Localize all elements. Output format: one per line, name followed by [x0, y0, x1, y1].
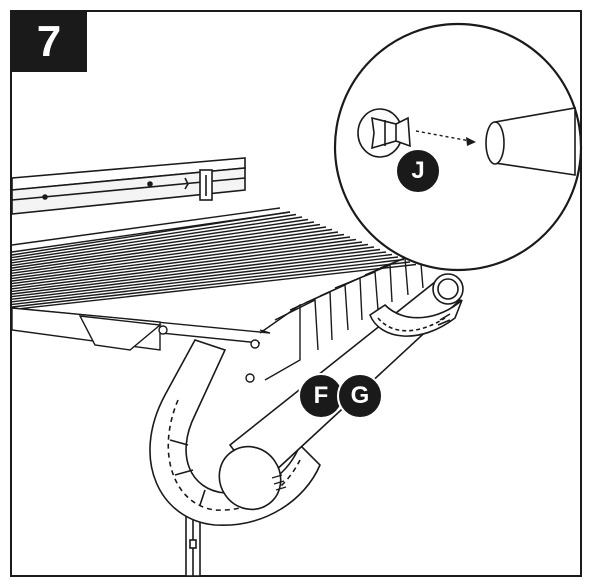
- shelf-slat: [11, 243, 369, 290]
- anchor-part: [357, 108, 411, 158]
- shelf-slat: [11, 233, 345, 280]
- shelf-slat: [11, 251, 387, 298]
- shelf-slat: [11, 231, 339, 277]
- spring-detail: [271, 474, 287, 491]
- part-label-g: G: [337, 373, 383, 419]
- shelf-slat: [11, 228, 333, 274]
- shelf-slat: [11, 261, 411, 308]
- step-number-badge: 7: [11, 11, 87, 72]
- part-label-j: J: [395, 148, 441, 194]
- shelf-slat: [11, 263, 417, 311]
- right-bracket: [369, 299, 463, 337]
- rod-end: [485, 107, 576, 176]
- shelf-slat: [11, 213, 297, 259]
- shelf-slat: [11, 253, 393, 300]
- shelf-slat: [11, 226, 327, 272]
- wall-rail: [11, 157, 246, 215]
- shelf-slat: [11, 246, 375, 293]
- shelf-slat: [11, 248, 381, 295]
- shelf-slat: [11, 221, 315, 267]
- shelf-slat: [11, 256, 399, 303]
- shelf-slat: [11, 216, 303, 261]
- shelf-slat: [11, 218, 309, 264]
- shelf-slat: [11, 211, 291, 256]
- shelf-slat: [11, 241, 363, 287]
- part-label-f: F: [298, 373, 344, 419]
- detail-callout: [333, 22, 583, 272]
- shelf-slat: [11, 238, 357, 285]
- shelf-slat: [11, 223, 321, 269]
- shelf-slat: [11, 258, 405, 306]
- shelf-slat: [11, 236, 351, 282]
